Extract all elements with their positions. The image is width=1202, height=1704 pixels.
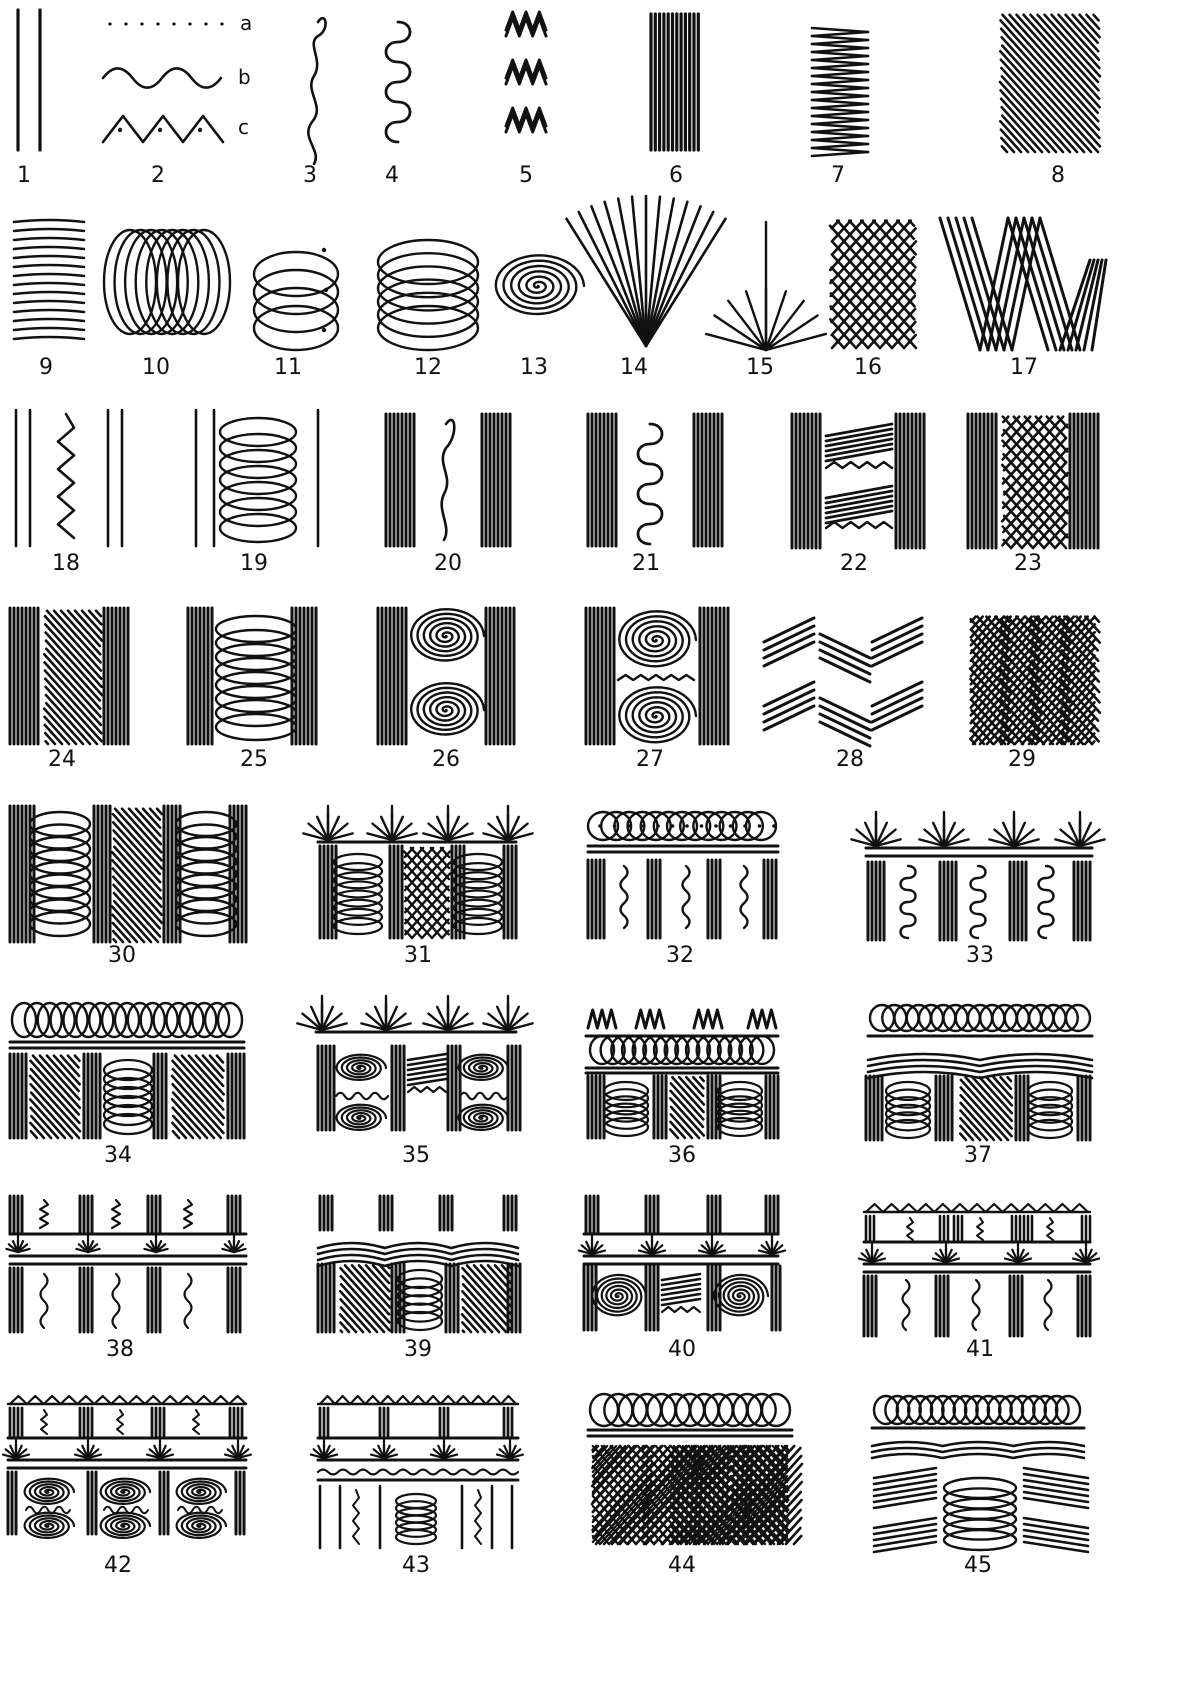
figure-44-panel-loop-border-diagonal-crosshatch: 44 xyxy=(588,1394,802,1578)
figure-number-37: 37 xyxy=(964,1143,992,1168)
figure-number-17: 17 xyxy=(1010,355,1038,380)
figure-14-fan: 14 xyxy=(567,196,726,380)
figure-45-panel-loop-border-arcs-loops: 45 xyxy=(872,1396,1088,1578)
figure-30-panel-loops-hatch: 30 xyxy=(10,806,246,968)
figure-5-small-zigzag-groups: 5 xyxy=(506,12,546,188)
figure-number-45: 45 xyxy=(964,1553,992,1578)
figure-33-panel-fans-meanders: 33 xyxy=(851,812,1104,968)
figure-35-panel-fans-spirals: 35 xyxy=(297,996,532,1168)
figure-1-double-vertical-lines: 1 xyxy=(17,10,40,188)
figure-23-bars-with-crosshatch: 23 xyxy=(968,414,1098,576)
figure-26-bars-with-spirals: 26 xyxy=(378,608,514,772)
figure-number-29: 29 xyxy=(1008,747,1036,772)
figure-number-8: 8 xyxy=(1051,163,1065,188)
figure-number-13: 13 xyxy=(520,355,548,380)
figure-number-4: 4 xyxy=(385,163,399,188)
figure-2-dots-wave-zigzag: a b c 2 xyxy=(103,11,252,188)
figure-number-5: 5 xyxy=(519,163,533,188)
figure-42-panel-zigzag-border-spirals: 42 xyxy=(3,1396,251,1578)
figure-number-2: 2 xyxy=(151,163,165,188)
figure-11-dotted-ovals: 11 xyxy=(254,248,338,380)
figure-12-stacked-loops: 12 xyxy=(378,240,478,380)
figure-43-panel-zigzag-border-lines: 43 xyxy=(311,1396,523,1578)
figure-number-22: 22 xyxy=(840,551,868,576)
figure-number-19: 19 xyxy=(240,551,268,576)
figure-number-33: 33 xyxy=(966,943,994,968)
figure-number-9: 9 xyxy=(39,355,53,380)
figure-41-panel-zigzag-border-fans: 41 xyxy=(859,1204,1099,1362)
figure-20-bars-with-wave: 20 xyxy=(386,414,510,576)
figure-9-horizontal-lines: 9 xyxy=(14,220,84,380)
figure-number-34: 34 xyxy=(104,1143,132,1168)
figure-number-32: 32 xyxy=(666,943,694,968)
figure-25-bars-with-loops: 25 xyxy=(188,608,316,772)
figure-number-23: 23 xyxy=(1014,551,1042,576)
figure-3-single-wavy-line: 3 xyxy=(303,18,326,188)
figure-10-horizontal-loops: 10 xyxy=(104,230,230,380)
figure-number-27: 27 xyxy=(636,747,664,772)
figure-8-diagonal-hatching: 8 xyxy=(1000,15,1100,188)
figure-number-25: 25 xyxy=(240,747,268,772)
figure-40-panel-fans-spirals-hatch: 40 xyxy=(579,1196,785,1362)
figure-36-panel-zigzag-loop-border: 36 xyxy=(586,1010,778,1168)
figure-number-35: 35 xyxy=(402,1143,430,1168)
figure-number-1: 1 xyxy=(17,163,31,188)
figure-37-panel-loop-arcs: 37 xyxy=(866,1005,1092,1168)
figure-number-40: 40 xyxy=(668,1337,696,1362)
figure-38-panel-double-register-waves: 38 xyxy=(6,1196,246,1362)
figure-number-26: 26 xyxy=(432,747,460,772)
figure-number-3: 3 xyxy=(303,163,317,188)
sub-label-b: b xyxy=(238,65,251,89)
figure-24-bars-with-diagonals: 24 xyxy=(10,608,128,772)
figure-number-16: 16 xyxy=(854,355,882,380)
figure-13-spiral: 13 xyxy=(496,255,584,380)
figure-number-11: 11 xyxy=(274,355,302,380)
figure-number-41: 41 xyxy=(966,1337,994,1362)
figure-15-small-fan: 15 xyxy=(706,222,826,380)
figure-31-panel-fans-loops-crosshatch: 31 xyxy=(303,806,532,968)
figure-27-bars-with-spirals-and-zigzag: 27 xyxy=(586,608,728,772)
sub-label-a: a xyxy=(240,11,252,35)
figure-4-meander-line: 4 xyxy=(385,22,410,188)
figure-number-12: 12 xyxy=(414,355,442,380)
figure-number-44: 44 xyxy=(668,1553,696,1578)
figure-number-39: 39 xyxy=(404,1337,432,1362)
figure-32-panel-loop-border-waves: 32 xyxy=(588,812,778,968)
figure-number-24: 24 xyxy=(48,747,76,772)
figure-17-w-chevron: 17 xyxy=(940,218,1106,380)
figure-39-panel-arcs-hatch-loops: 39 xyxy=(318,1196,520,1362)
figure-number-31: 31 xyxy=(404,943,432,968)
figure-number-43: 43 xyxy=(402,1553,430,1578)
figure-22-bars-with-hatch-zigzag: 22 xyxy=(792,414,924,576)
figure-number-14: 14 xyxy=(620,355,648,380)
figure-number-7: 7 xyxy=(831,163,845,188)
figure-number-10: 10 xyxy=(142,355,170,380)
figure-18-lines-with-zigzag: 18 xyxy=(16,410,122,576)
figure-28-herringbone: 28 xyxy=(764,618,922,772)
figure-number-18: 18 xyxy=(52,551,80,576)
figure-number-21: 21 xyxy=(632,551,660,576)
figure-19-lines-with-loops: 19 xyxy=(196,410,318,576)
figure-16-crosshatch: 16 xyxy=(830,221,916,380)
figure-34-panel-loop-border-hatch: 34 xyxy=(10,1003,244,1168)
figure-21-bars-with-meander: 21 xyxy=(588,414,722,576)
figure-number-6: 6 xyxy=(669,163,683,188)
figure-6-dense-vertical-strokes: 6 xyxy=(651,14,698,188)
figure-number-42: 42 xyxy=(104,1553,132,1578)
figure-number-15: 15 xyxy=(746,355,774,380)
figure-number-38: 38 xyxy=(106,1337,134,1362)
figure-number-28: 28 xyxy=(836,747,864,772)
sub-label-c: c xyxy=(238,115,249,139)
figure-29-diagonal-crosshatch: 29 xyxy=(970,617,1100,772)
figure-number-36: 36 xyxy=(668,1143,696,1168)
figure-number-20: 20 xyxy=(434,551,462,576)
figure-7-tall-zigzag: 7 xyxy=(812,28,868,188)
figure-number-30: 30 xyxy=(108,943,136,968)
